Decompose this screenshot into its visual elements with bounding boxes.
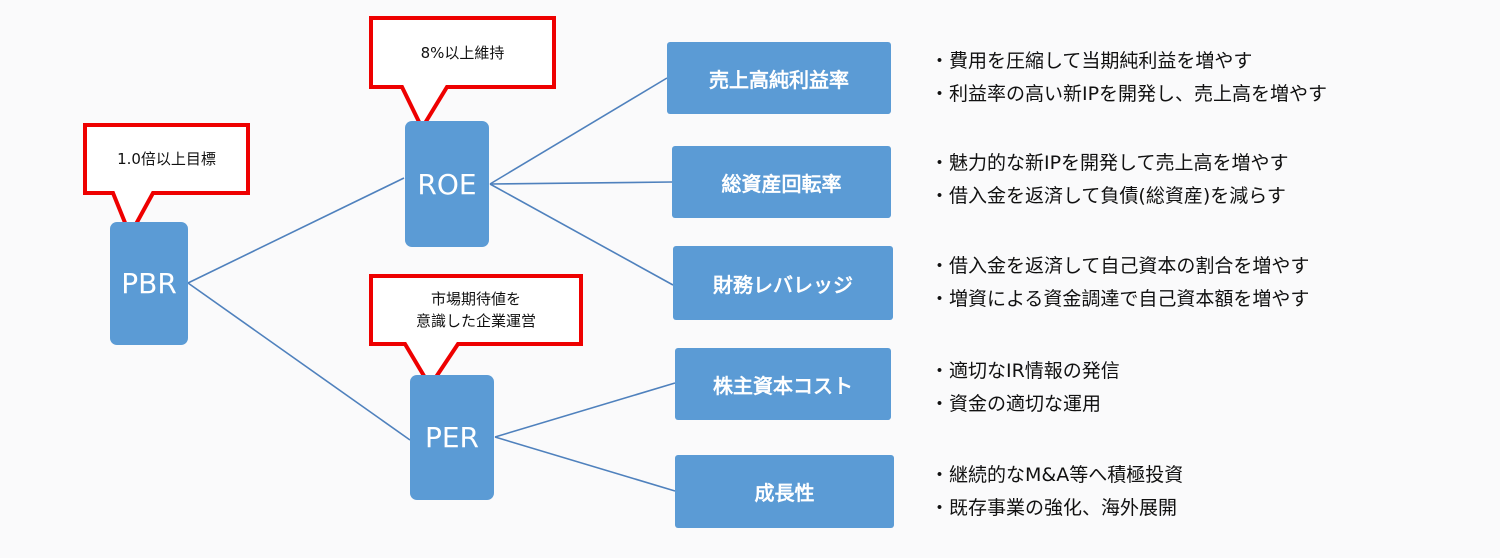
factor-asset-turnover: 総資産回転率 <box>672 146 891 218</box>
callout-per-shape <box>369 274 583 390</box>
bullet: ・魅力的な新IPを開発して売上高を増やす <box>930 152 1289 174</box>
factor-cost-of-equity: 株主資本コスト <box>675 348 891 420</box>
factor-desc-2: ・魅力的な新IPを開発して売上高を増やす ・借入金を返済して負債(総資産)を減ら… <box>930 147 1289 213</box>
line-per-f4 <box>494 382 676 438</box>
callout-roe-shape <box>369 16 556 133</box>
factor-desc-3: ・借入金を返済して自己資本の割合を増やす ・増資による資金調達で自己資本額を増や… <box>930 250 1309 316</box>
bullet: ・継続的なM&A等へ積極投資 <box>930 464 1184 486</box>
line-roe-f1 <box>489 77 668 185</box>
line-per-f5 <box>494 436 676 492</box>
line-pbr-roe <box>187 177 405 284</box>
factor-desc-5: ・継続的なM&A等へ積極投資 ・既存事業の強化、海外展開 <box>930 459 1183 525</box>
callout-per-line2: 意識した企業運営 <box>415 312 536 330</box>
node-per: PER <box>410 375 494 500</box>
bullet: ・利益率の高い新IPを開発し、売上高を増やす <box>930 83 1328 105</box>
factor-financial-leverage: 財務レバレッジ <box>673 246 893 320</box>
bullet: ・既存事業の強化、海外展開 <box>930 497 1178 519</box>
factor-desc-4: ・適切なIR情報の発信 ・資金の適切な運用 <box>930 355 1120 421</box>
callout-pbr-shape <box>83 123 250 240</box>
bullet: ・資金の適切な運用 <box>930 393 1102 415</box>
bullet: ・費用を圧縮して当期純利益を増やす <box>930 50 1253 72</box>
callout-per: 市場期待値を 意識した企業運営 <box>371 276 581 344</box>
line-roe-f2 <box>489 181 673 185</box>
factor-net-profit-margin: 売上高純利益率 <box>667 42 891 114</box>
factor-desc-1: ・費用を圧縮して当期純利益を増やす ・利益率の高い新IPを開発し、売上高を増やす <box>930 45 1327 111</box>
bullet: ・借入金を返済して自己資本の割合を増やす <box>930 255 1310 277</box>
callout-pbr: 1.0倍以上目標 <box>117 150 216 168</box>
node-roe: ROE <box>405 121 489 247</box>
factor-growth: 成長性 <box>675 455 894 528</box>
callout-roe: 8%以上維持 <box>420 43 505 62</box>
bullet: ・増資による資金調達で自己資本額を増やす <box>930 288 1310 310</box>
node-pbr: PBR <box>110 222 188 345</box>
bullet: ・適切なIR情報の発信 <box>930 360 1120 382</box>
callout-per-line1: 市場期待値を <box>430 290 521 308</box>
bullet: ・借入金を返済して負債(総資産)を減らす <box>930 185 1286 207</box>
line-roe-f3 <box>489 183 674 286</box>
line-pbr-per <box>187 282 411 441</box>
